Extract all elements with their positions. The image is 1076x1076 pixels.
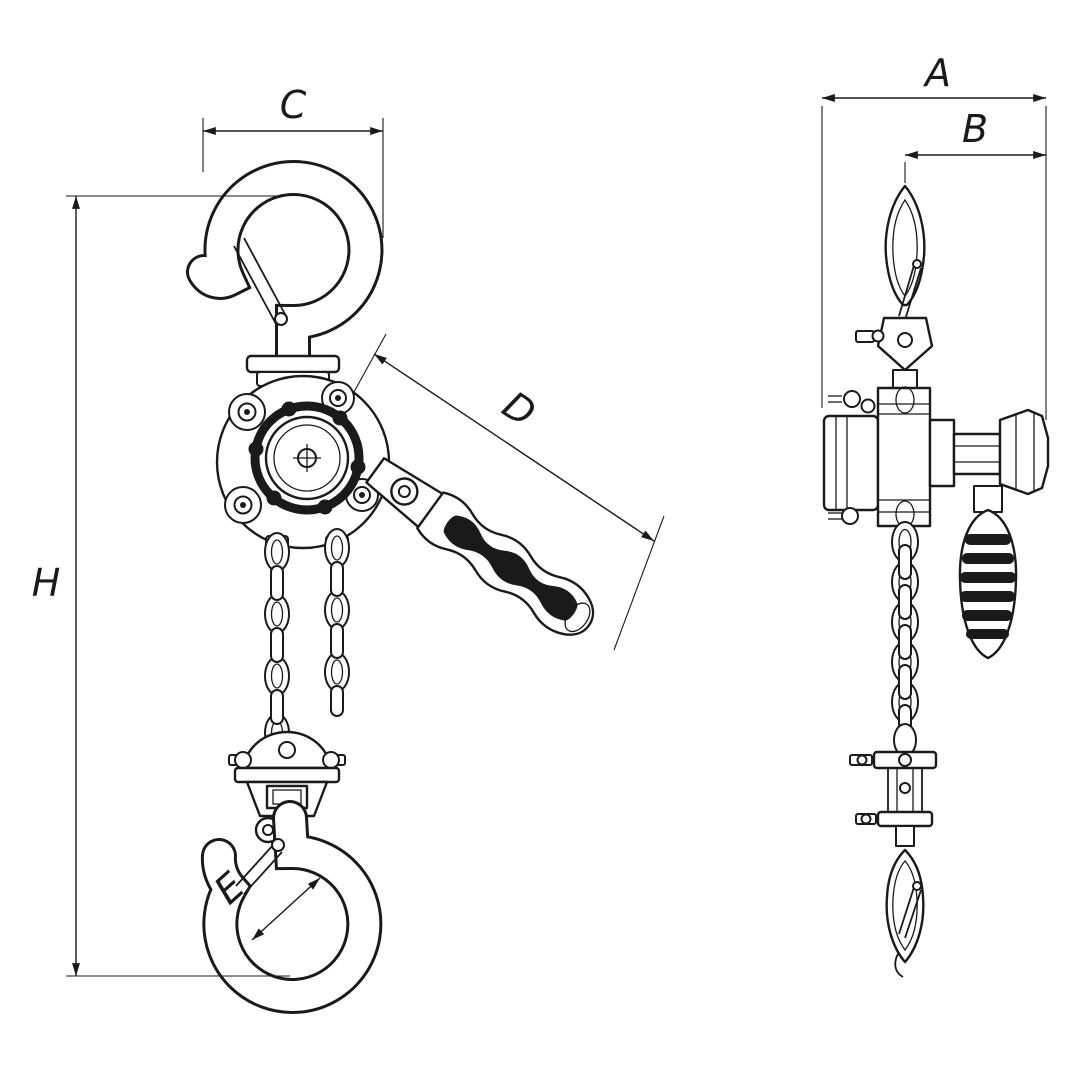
lever-grip-side xyxy=(958,508,1018,660)
side-plate-left xyxy=(822,414,880,512)
freewheel-shaft xyxy=(952,432,1002,476)
side-view: A B xyxy=(821,51,1050,978)
load-chain-side xyxy=(891,521,919,740)
dimension-D-line xyxy=(373,353,655,542)
top-hook-latch-pivot xyxy=(274,312,288,326)
brake-cover-rosette xyxy=(250,401,364,515)
chain-loose-end xyxy=(330,685,344,717)
dimension-H: H xyxy=(32,195,290,977)
body-bolt-bottom xyxy=(841,507,859,525)
bottom-hook-latch-pivot xyxy=(271,838,285,852)
dimension-label-b: B xyxy=(962,107,988,151)
top-hook-side xyxy=(855,184,934,389)
lever-handle xyxy=(365,457,595,636)
dimension-label-h: H xyxy=(32,561,61,605)
top-hook xyxy=(186,160,384,387)
hex-knob xyxy=(998,408,1050,496)
bottom-hook-side xyxy=(885,825,925,978)
hoist-body-side xyxy=(822,386,1050,528)
lever-grip-rubber xyxy=(443,515,578,621)
swivel-assembly-side xyxy=(849,723,938,828)
dimension-label-a: A xyxy=(922,51,951,95)
dimension-label-c: C xyxy=(280,83,307,127)
front-view: C H D E xyxy=(32,83,665,1014)
bottom-block xyxy=(228,730,346,818)
top-hook-latch xyxy=(233,245,277,325)
bottom-hook-latch xyxy=(235,843,275,887)
clevis-bolt xyxy=(855,330,875,343)
dimension-A: A xyxy=(821,51,1047,420)
hoist-body xyxy=(215,374,391,551)
dimension-B: B xyxy=(904,107,1046,183)
load-chain-front xyxy=(264,528,350,753)
top-hook-collar xyxy=(245,354,341,374)
body-bolt-top xyxy=(843,390,861,408)
dimension-E-line xyxy=(251,877,321,941)
center-frame xyxy=(876,386,932,528)
dimension-C: C xyxy=(202,83,384,238)
dimension-label-d: D xyxy=(495,383,544,436)
bottom-hook xyxy=(200,800,383,1014)
